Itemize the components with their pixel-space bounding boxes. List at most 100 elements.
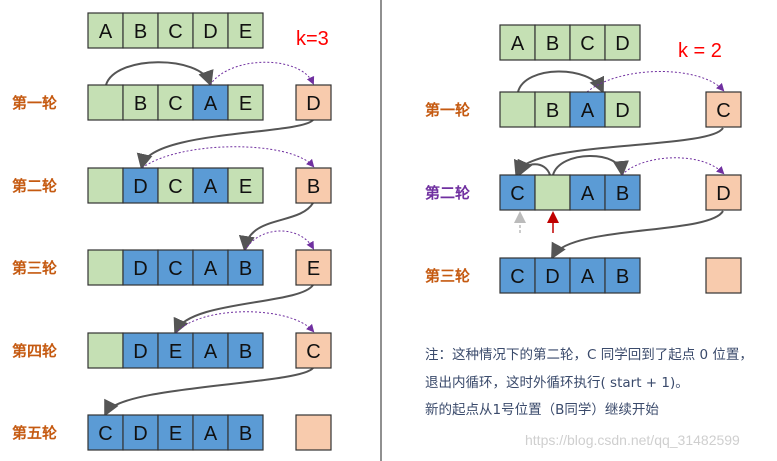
initial-cell [499,24,536,61]
array-cell-letter: A [204,258,218,280]
array-cell [499,91,536,128]
array-cell-letter: D [615,100,629,122]
round-label: 第一轮 [12,94,57,112]
array-cell [87,84,124,121]
initial-cell [569,24,606,61]
array-cell [499,174,536,211]
initial-cell-letter: D [615,33,629,55]
temp-cell [705,257,742,294]
array-cell [122,332,159,369]
array-cell [534,257,571,294]
array-cell-letter: D [133,423,147,445]
array-cell-letter: C [168,258,182,280]
array-cell [569,174,606,211]
temp-cell [295,84,332,121]
array-cell-letter: A [581,266,595,288]
array-cell [157,167,194,204]
array-cell [122,414,159,451]
temp-cell-letter: E [307,258,320,280]
array-cell [157,84,194,121]
round-label: 第二轮 [12,177,57,195]
note-line-2: 退出内循环，这时外循环执行( start + 1)。 [425,375,689,391]
array-cell-letter: B [239,258,252,280]
array-cell [569,91,606,128]
array-cell-letter: C [98,423,112,445]
array-cell-letter: E [239,93,252,115]
temp-cell [295,332,332,369]
temp-cell-letter: D [306,93,320,115]
round-label: 第四轮 [12,342,57,360]
array-cell [122,84,159,121]
array-cell [227,332,264,369]
array-cell-letter: A [581,183,595,205]
array-cell-letter: B [616,183,629,205]
temp-cell-letter: D [716,183,730,205]
array-cell [192,414,229,451]
array-cell-letter: C [168,176,182,198]
array-cell-letter: D [545,266,559,288]
k-label: k=3 [296,28,329,50]
initial-cell-letter: A [511,33,525,55]
array-cell [227,414,264,451]
array-cell-letter: D [133,258,147,280]
array-cell-letter: A [204,341,218,363]
initial-cell-letter: A [99,21,113,43]
initial-cell-letter: C [580,33,594,55]
array-cell-letter: E [169,341,182,363]
array-cell [604,174,641,211]
array-cell [534,91,571,128]
array-cell [227,84,264,121]
array-cell [122,249,159,286]
array-cell-letter: D [133,341,147,363]
initial-cell [604,24,641,61]
array-cell-letter: B [134,93,147,115]
array-cell-letter: A [204,93,218,115]
array-cell [87,167,124,204]
array-cell-letter: A [204,423,218,445]
array-cell [157,249,194,286]
initial-cell-letter: B [134,21,147,43]
array-cell [87,249,124,286]
round-label: 第二轮 [425,184,470,202]
temp-cell-letter: C [306,341,320,363]
move-arrows [104,61,724,417]
array-cell-letter: A [581,100,595,122]
initial-cell-letter: D [203,21,217,43]
array-cell-letter: C [510,266,524,288]
initial-cell-letter: C [168,21,182,43]
array-cell-letter: E [169,423,182,445]
temp-cell [295,249,332,286]
initial-cell [192,12,229,49]
array-cell [604,257,641,294]
swap-arrows [141,61,725,334]
array-cell [192,167,229,204]
round-label: 第五轮 [12,424,57,442]
array-cell [227,249,264,286]
array-cell [534,174,571,211]
temp-cell [705,91,742,128]
array-cell [122,167,159,204]
temp-cell [295,414,332,451]
initial-cell-letter: E [239,21,252,43]
array-cell-letter: B [616,266,629,288]
round-label: 第三轮 [425,267,470,285]
temp-cell [295,167,332,204]
note-line-1: 注：这种情况下的第二轮，C 同学回到了起点 0 位置， [425,347,753,363]
k-label: k = 2 [678,40,722,62]
round-label: 第一轮 [425,101,470,119]
array-cell [87,332,124,369]
array-cell [157,332,194,369]
array-cell [227,167,264,204]
array-cell-letter: E [239,176,252,198]
array-cell [87,414,124,451]
array-cell [192,332,229,369]
watermark: https://blog.csdn.net/qq_31482599 [525,432,740,448]
round-label: 第三轮 [12,259,57,277]
array-cell-letter: B [239,423,252,445]
array-cell [569,257,606,294]
array-cell-letter: B [239,341,252,363]
array-cell-letter: D [133,176,147,198]
array-cell-letter: B [546,100,559,122]
temp-cell-letter: C [716,100,730,122]
